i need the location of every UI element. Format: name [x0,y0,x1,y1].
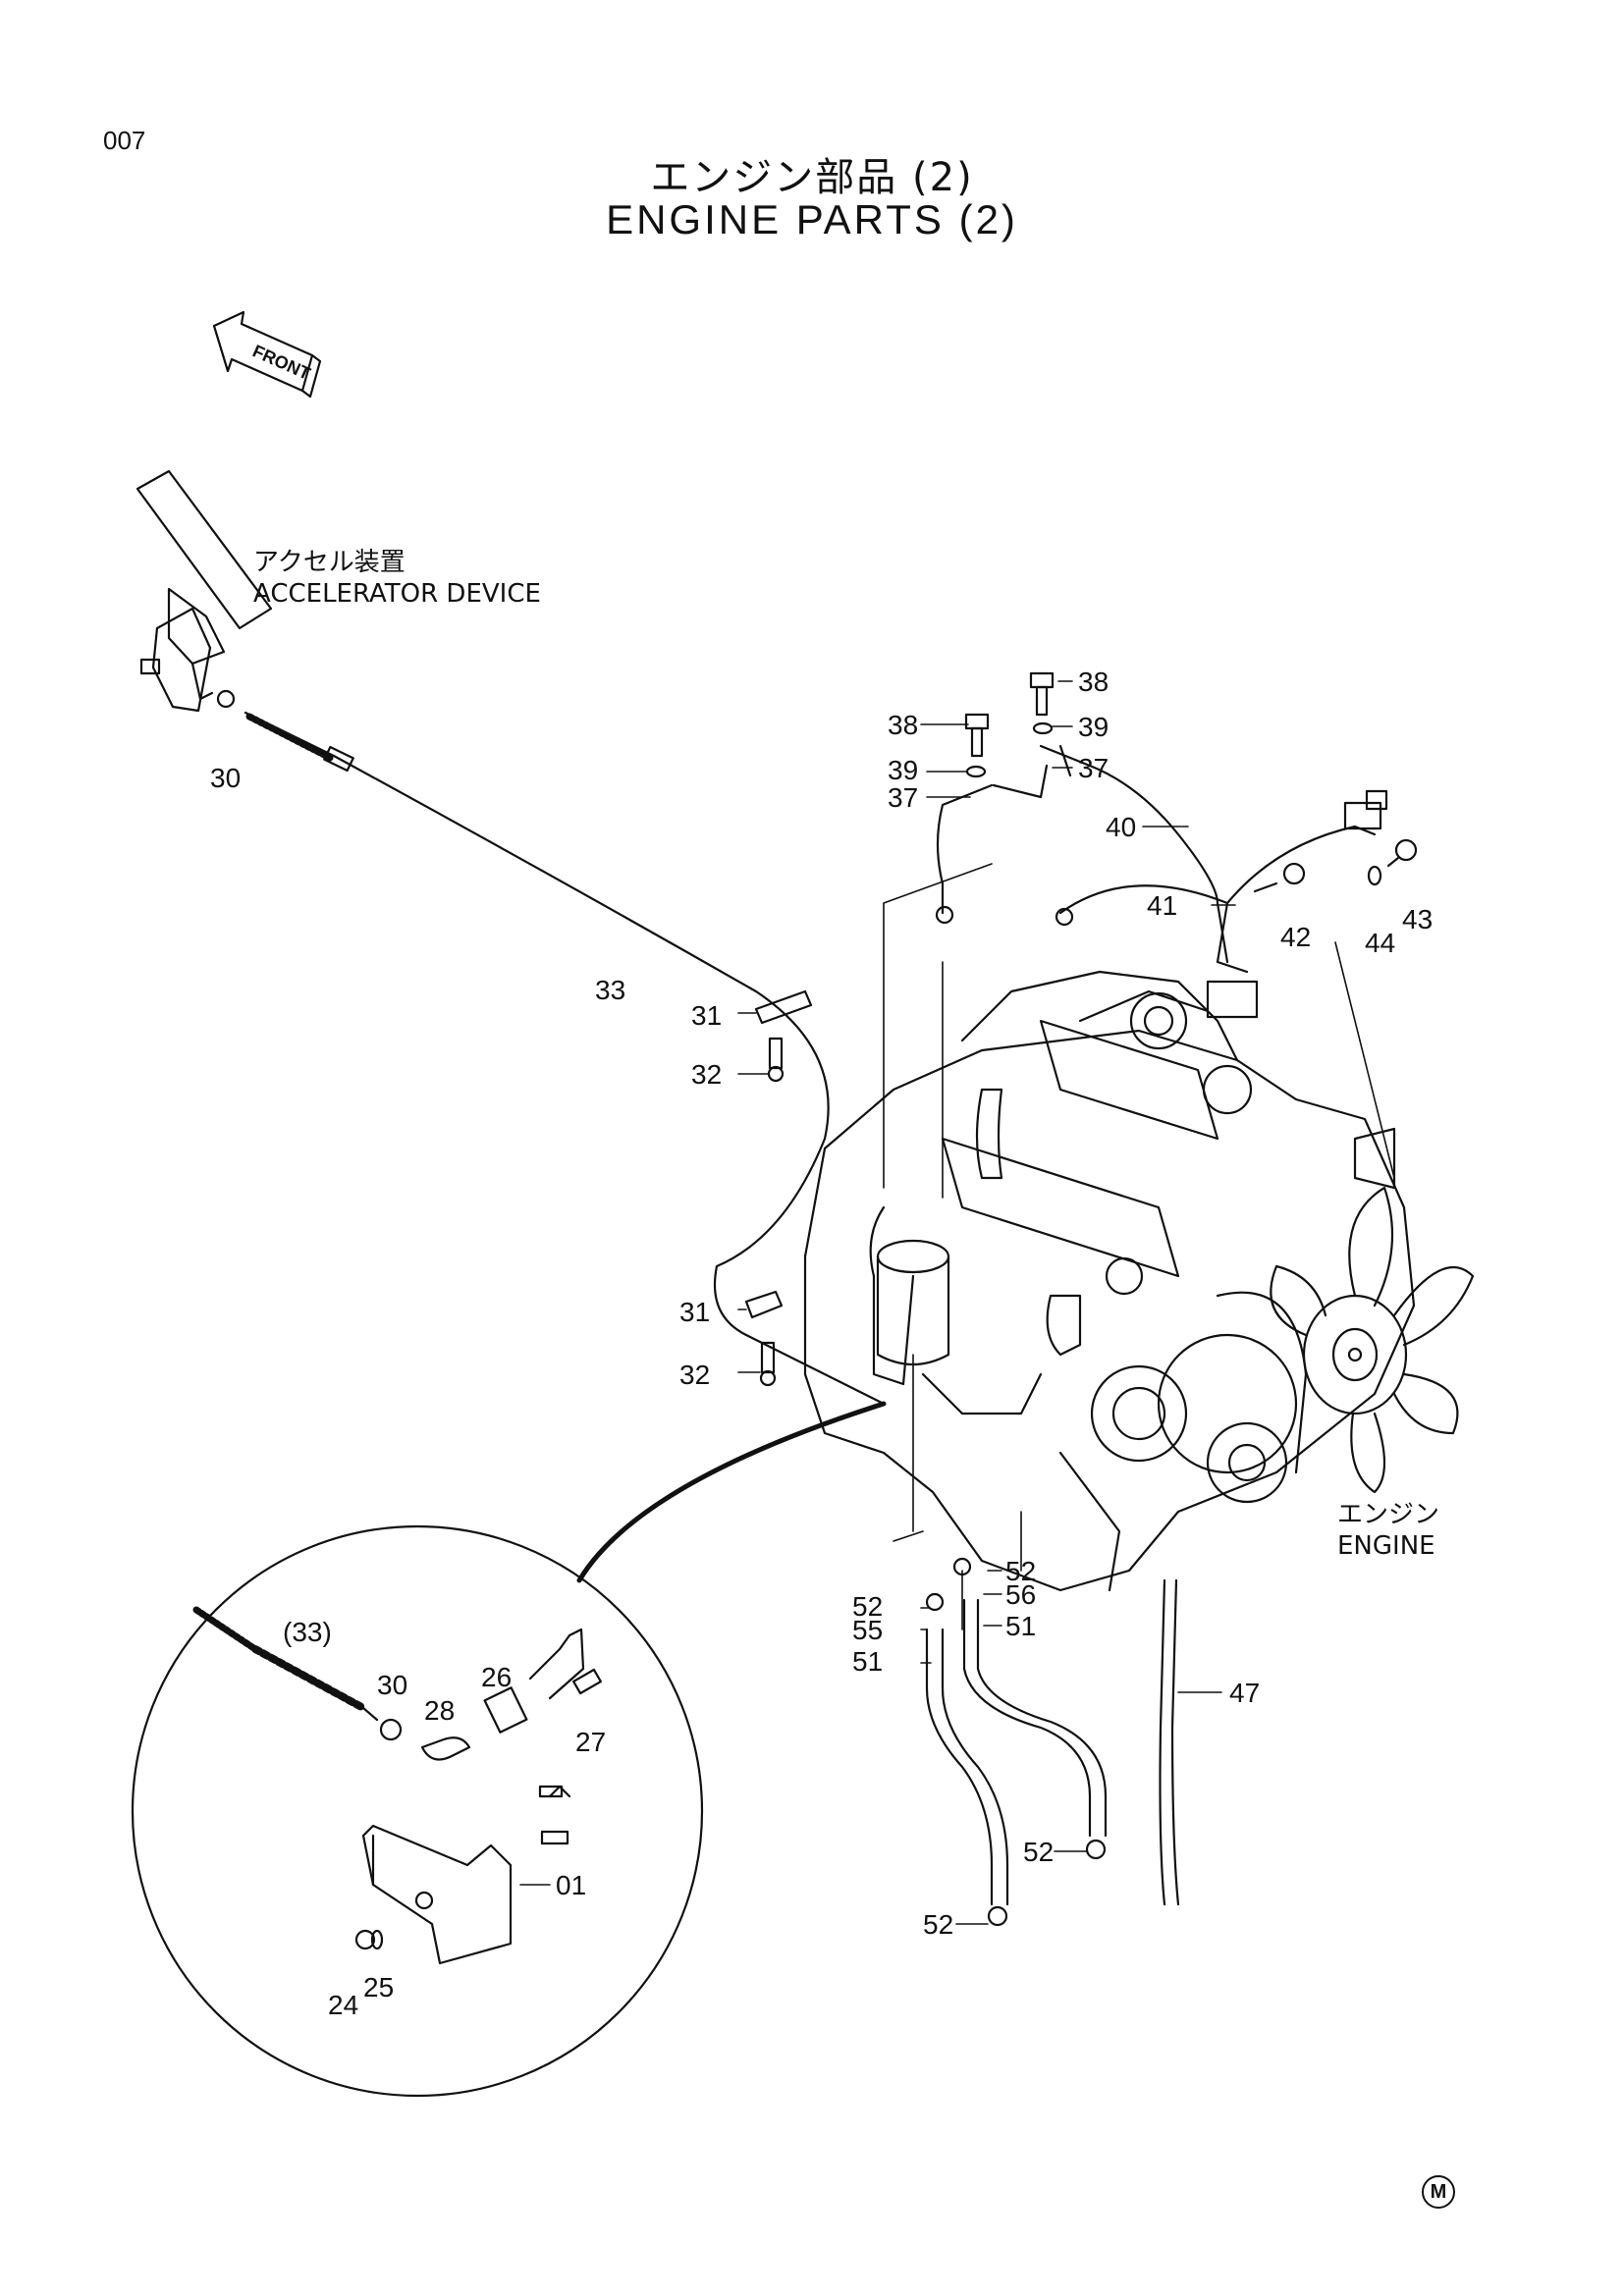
cable-clamp-upper [754,989,813,1083]
nut-30-detail-icon [379,1718,403,1741]
joint-28-icon [420,1736,471,1761]
accelerator-label: ACCELERATOR DEVICE [253,579,541,609]
detail-callout-33: (33) [283,1617,332,1647]
detail-callout-27: 27 [575,1727,606,1757]
wiring-harness [935,744,1388,1019]
nut-30-icon [216,689,236,709]
page-title: ENGINE PARTS (2) [606,196,1018,242]
cable-clamp-lower [744,1290,784,1387]
callout-37-right: 37 [1078,753,1109,783]
accelerator-label-japanese: アクセル装置 [253,548,406,577]
detail-callout-26: 26 [481,1662,512,1692]
front-label: FRONT [249,341,313,383]
engine-label-japanese: エンジン [1337,1500,1440,1529]
front-arrow-icon: FRONT [212,310,322,399]
accelerator-cable [244,711,886,1406]
nut-24-icon [354,1929,376,1950]
callout-52-lower-left: 52 [923,1909,953,1940]
engine-block [803,970,1416,1592]
bolt-42-icon [1253,862,1306,893]
detail-callout-24: 24 [328,1990,358,2020]
bracket-01-icon [361,1824,513,1965]
callout-38-top: 38 [1078,667,1109,697]
callout-43: 43 [1402,904,1433,934]
fuel-hoses [925,1557,1180,1927]
callout-51-left: 51 [852,1646,883,1677]
callout-37-left: 37 [888,782,918,813]
bolt-43-icon [1386,838,1418,868]
callout-31-upper: 31 [691,1000,722,1031]
callout-56: 56 [1005,1579,1036,1610]
callout-41: 41 [1147,890,1177,921]
spacer-26-icon [483,1686,528,1734]
callout-labels: 30 33 31 32 31 32 38 38 39 39 37 37 40 4… [210,667,1433,2020]
callout-33: 33 [595,975,625,1005]
detail-callout-30: 30 [377,1670,407,1700]
callout-55: 55 [852,1615,883,1645]
detail-callout-25: 25 [363,1972,394,2002]
detail-view [131,1401,887,2098]
callout-42: 42 [1280,922,1311,952]
engine-label: ENGINE [1337,1531,1435,1561]
callout-52-upper-right: 52 [1005,1556,1036,1586]
detail-callout-01: 01 [556,1870,586,1900]
callout-32-upper: 32 [691,1059,722,1090]
callout-38-left: 38 [888,710,918,740]
washer-44-icon [1367,865,1382,886]
callout-51-right: 51 [1005,1611,1036,1641]
leader-lines [883,863,1395,1630]
washer-25-icon [370,1929,384,1950]
callout-39-left: 39 [888,755,918,785]
manufacturer-mark: M [1422,2175,1455,2209]
bolt-38-icon [964,671,1055,758]
accelerator-pedal [135,469,273,713]
detail-callout-28: 28 [424,1695,455,1726]
callout-31-lower: 31 [679,1297,710,1327]
page-number: 007 [103,126,146,155]
washer-39-icon [965,721,1054,778]
callout-30: 30 [210,763,241,793]
page-title-japanese: エンジン部品 (2) [650,155,974,200]
callout-44: 44 [1365,928,1395,958]
bolt-27-icon [572,1668,602,1695]
callout-47: 47 [1229,1678,1260,1708]
callout-32-lower: 32 [679,1360,710,1390]
callout-leaders [519,680,1236,1925]
callout-39-top: 39 [1078,712,1109,742]
cooling-fan [1270,1186,1475,1494]
callout-40: 40 [1106,812,1136,842]
callout-52-upper-left: 52 [852,1591,883,1622]
callout-52-lower-right: 52 [1023,1837,1054,1867]
